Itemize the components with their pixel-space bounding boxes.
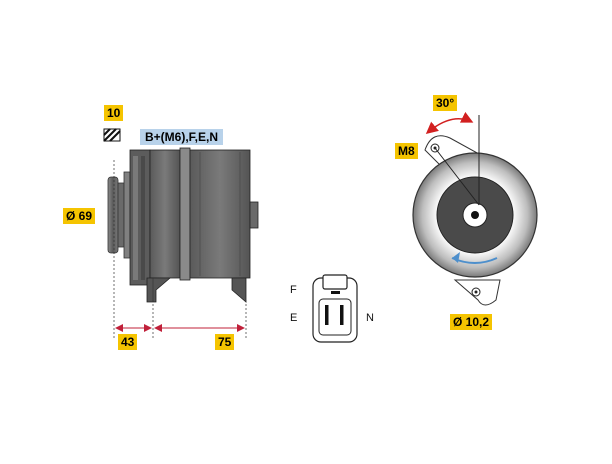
hole-diameter-label: Ø 10,2 <box>450 314 493 330</box>
dimension-label-43: 43 <box>118 334 138 350</box>
connector-pin-e: E <box>290 312 298 324</box>
label-ten: 10 <box>104 105 124 121</box>
pulley-diameter-label: Ø 69 <box>63 208 96 224</box>
connector-plug <box>312 274 358 343</box>
mount-bolt-label: M8 <box>395 143 418 159</box>
terminal-label: B+(M6),F,E,N <box>140 129 224 145</box>
pulley <box>107 171 131 259</box>
connector-pin-f: F <box>290 284 297 296</box>
connector-pin-n: N <box>366 312 374 324</box>
side-view <box>103 128 259 340</box>
stator-body <box>149 147 251 281</box>
angle-label: 30° <box>433 95 458 111</box>
hatch-icon <box>103 128 121 142</box>
rear-bearing-cap <box>249 201 259 229</box>
front-view <box>412 111 538 306</box>
front-housing <box>129 149 151 286</box>
angle-arc <box>425 111 474 134</box>
mounting-feet <box>146 277 247 303</box>
dimension-lines <box>113 160 247 340</box>
dimension-label-75: 75 <box>215 334 235 350</box>
